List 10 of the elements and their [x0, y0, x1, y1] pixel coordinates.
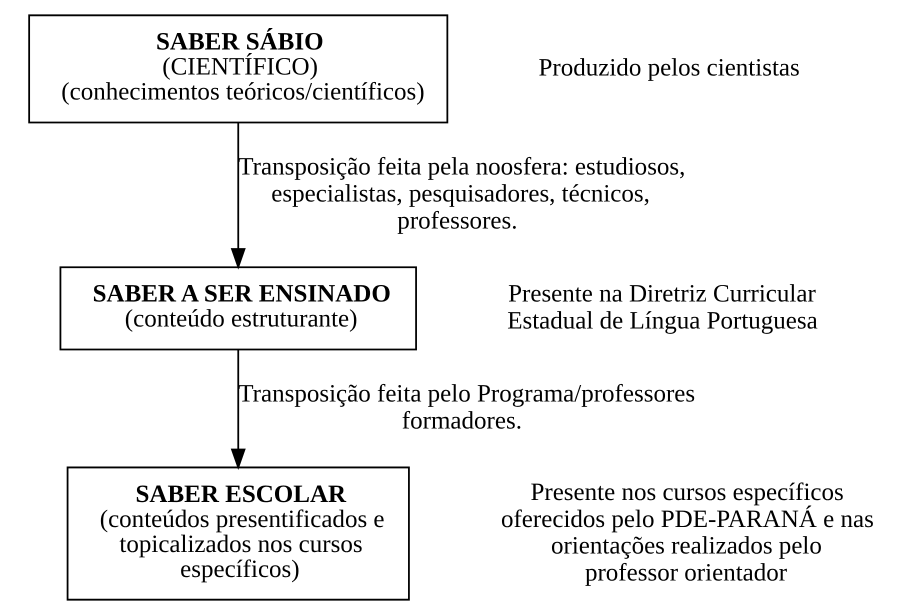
edge-label: Transposição feita pela noosfera: estudiosos, especialistas, pesquisadores, técnicos, professores. [238, 154, 686, 234]
arrow [230, 123, 246, 270]
node-box: SABER SÁBIO (CIENTÍFICO) (conhecimentos teóricos/científicos) [28, 14, 448, 124]
arrow [230, 350, 246, 470]
edge-label: Transposição feita pelo Programa/professores formadores. [238, 380, 696, 434]
node-box: SABER A SER ENSINADO (conteúdo estruturante) [60, 266, 417, 350]
node-label: Presente nos cursos específicos oferecidos pelo PDE-PARANÁ e nas orientações realizados pelo professor orientador [500, 478, 874, 586]
node-box: SABER ESCOLAR (conteúdos presentificados e topicalizados nos cursos específicos) [66, 466, 410, 601]
node-label: Presente na Diretriz Curricular Estadual de Língua Portuguesa [507, 280, 818, 334]
node-label: Produzido pelos cientistas [538, 54, 800, 82]
